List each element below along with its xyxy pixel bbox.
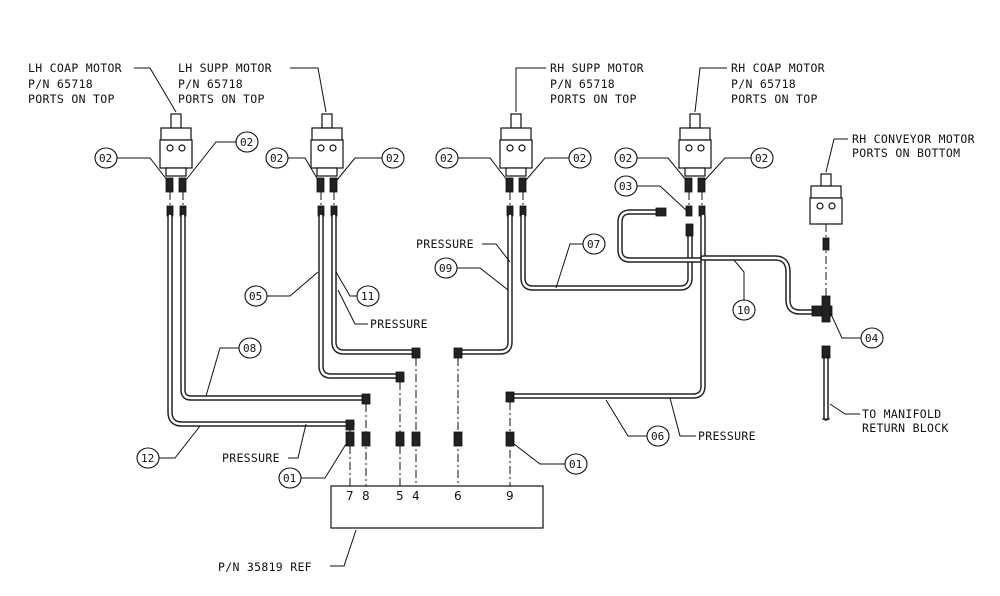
svg-text:02: 02 — [755, 152, 768, 165]
block-connections — [345, 358, 830, 486]
svg-text:P/N 65718: P/N 65718 — [28, 77, 93, 91]
callout-09: 09 — [434, 257, 509, 291]
port-5: 5 — [396, 489, 404, 503]
lh-coap-label: LH COAP MOTOR P/N 65718 PORTS ON TOP — [28, 61, 177, 113]
svg-text:02: 02 — [440, 152, 453, 165]
callout-08: 08 — [205, 337, 262, 397]
port-9: 9 — [506, 489, 514, 503]
rh-supp-motor — [499, 113, 533, 177]
svg-text:06: 06 — [651, 430, 664, 443]
callout-07: 07 — [555, 233, 606, 289]
lh-supp-motor — [310, 113, 344, 177]
svg-text:02: 02 — [240, 136, 253, 149]
callout-04: 04 — [829, 311, 884, 349]
pressure-label-lh-coap: PRESSURE — [222, 423, 307, 465]
svg-text:PORTS ON TOP: PORTS ON TOP — [731, 92, 818, 106]
svg-text:P/N 65718: P/N 65718 — [178, 77, 243, 91]
callout-02-lh-supp-right: 02 — [336, 147, 405, 181]
callout-03: 03 — [614, 175, 687, 211]
svg-text:01: 01 — [283, 472, 296, 485]
callout-05: 05 — [244, 271, 319, 307]
port-8: 8 — [362, 489, 370, 503]
svg-text:LH SUPP MOTOR: LH SUPP MOTOR — [178, 61, 272, 75]
svg-text:PORTS ON TOP: PORTS ON TOP — [178, 92, 265, 106]
callout-02-rh-coap-left: 02 — [614, 147, 687, 181]
port-6: 6 — [454, 489, 462, 503]
svg-text:PRESSURE: PRESSURE — [416, 237, 474, 251]
callout-10: 10 — [732, 259, 756, 321]
motor-fittings — [165, 177, 706, 217]
callout-02-rh-supp-right: 02 — [525, 147, 592, 181]
pressure-label-rh-coap: PRESSURE — [669, 397, 756, 443]
pressure-label-rh-supp: PRESSURE — [416, 237, 511, 263]
lh-supp-label: LH SUPP MOTOR P/N 65718 PORTS ON TOP — [178, 61, 327, 113]
svg-text:PRESSURE: PRESSURE — [222, 451, 280, 465]
svg-text:PRESSURE: PRESSURE — [698, 429, 756, 443]
svg-text:02: 02 — [270, 152, 283, 165]
svg-text:PORTS ON BOTTOM: PORTS ON BOTTOM — [852, 146, 960, 160]
svg-text:02: 02 — [573, 152, 586, 165]
svg-text:RH SUPP MOTOR: RH SUPP MOTOR — [550, 61, 644, 75]
callout-02-rh-supp-left: 02 — [435, 147, 508, 181]
callout-02-lh-supp-left: 02 — [265, 147, 319, 181]
svg-text:RETURN BLOCK: RETURN BLOCK — [862, 421, 949, 435]
svg-text:PORTS ON TOP: PORTS ON TOP — [550, 92, 637, 106]
svg-text:09: 09 — [439, 262, 452, 275]
svg-text:PRESSURE: PRESSURE — [370, 317, 428, 331]
rh-conveyor-label: RH CONVEYOR MOTOR PORTS ON BOTTOM — [825, 132, 975, 173]
svg-text:05: 05 — [249, 290, 262, 303]
callout-06: 06 — [605, 399, 670, 447]
port-7: 7 — [346, 489, 354, 503]
callout-01-right: 01 — [513, 443, 588, 475]
callout-02-lh-coap-right: 02 — [185, 131, 259, 181]
svg-text:07: 07 — [587, 238, 600, 251]
svg-text:02: 02 — [99, 152, 112, 165]
svg-text:LH COAP MOTOR: LH COAP MOTOR — [28, 61, 122, 75]
svg-text:12: 12 — [141, 452, 154, 465]
rh-coap-motor — [678, 113, 712, 177]
manifold-label: TO MANIFOLD RETURN BLOCK — [829, 403, 949, 435]
svg-text:08: 08 — [243, 342, 256, 355]
svg-text:04: 04 — [865, 332, 879, 345]
svg-text:11: 11 — [361, 290, 374, 303]
svg-text:RH CONVEYOR MOTOR: RH CONVEYOR MOTOR — [852, 132, 975, 146]
rh-conveyor-motor — [809, 173, 843, 300]
svg-text:03: 03 — [619, 180, 632, 193]
svg-text:P/N 65718: P/N 65718 — [731, 77, 796, 91]
port-numbers: 7 8 5 4 6 9 — [346, 489, 514, 503]
callout-02-lh-coap-left: 02 — [94, 147, 168, 181]
rh-supp-label: RH SUPP MOTOR P/N 65718 PORTS ON TOP — [515, 61, 644, 112]
svg-text:10: 10 — [737, 304, 750, 317]
port-4: 4 — [412, 489, 420, 503]
valve-block — [330, 485, 544, 529]
lh-coap-motor — [159, 113, 193, 177]
svg-text:PORTS ON TOP: PORTS ON TOP — [28, 92, 115, 106]
block-ref-label: P/N 35819 REF — [218, 529, 357, 574]
pressure-label-lh-supp: PRESSURE — [337, 289, 428, 331]
svg-text:02: 02 — [386, 152, 399, 165]
callout-01-left: 01 — [278, 443, 347, 489]
svg-text:P/N 65718: P/N 65718 — [550, 77, 615, 91]
svg-text:RH COAP MOTOR: RH COAP MOTOR — [731, 61, 825, 75]
svg-text:TO MANIFOLD: TO MANIFOLD — [862, 407, 941, 421]
hoses — [167, 209, 829, 427]
rh-coap-label: RH COAP MOTOR P/N 65718 PORTS ON TOP — [694, 61, 825, 113]
callout-02-rh-coap-right: 02 — [704, 147, 774, 181]
callout-12: 12 — [136, 425, 201, 469]
svg-text:02: 02 — [619, 152, 632, 165]
callout-11: 11 — [335, 271, 380, 307]
svg-text:P/N 35819 REF: P/N 35819 REF — [218, 560, 312, 574]
svg-text:01: 01 — [569, 458, 582, 471]
